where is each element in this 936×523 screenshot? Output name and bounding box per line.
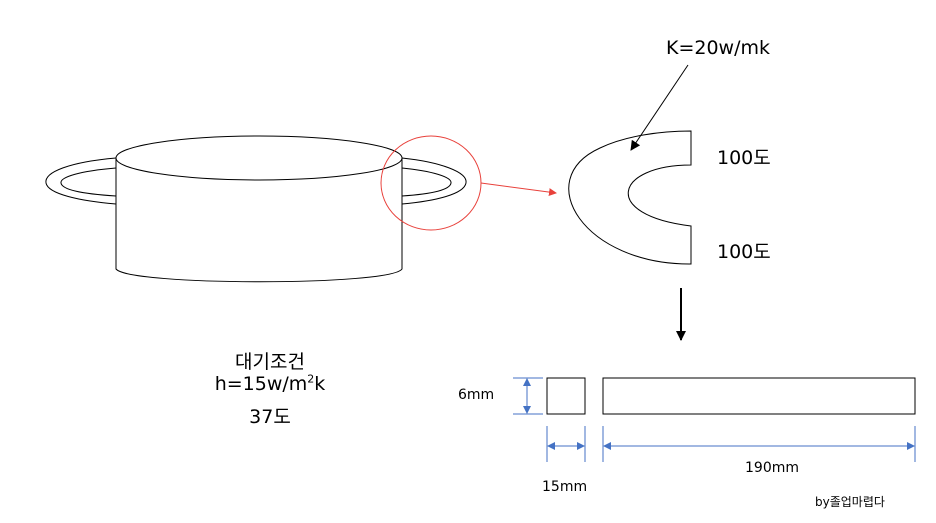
- temp-top-label: 100도: [717, 147, 771, 169]
- dimension-lines: [513, 377, 916, 462]
- pot: [45, 135, 467, 283]
- dim-height-label: 6mm: [458, 387, 495, 403]
- dim-length-label: 190mm: [745, 460, 799, 476]
- pot-rim: [115, 135, 403, 181]
- ambient-temp: 37도: [249, 406, 291, 428]
- pot-right-handle: [401, 157, 467, 205]
- conductivity-pointer: [630, 64, 689, 151]
- temp-bottom-label: 100도: [717, 241, 771, 263]
- conductivity-label: K=20w/mk: [666, 37, 771, 59]
- cross-section-square: [546, 377, 586, 415]
- ambient-h: h=15w/m2k: [214, 372, 326, 395]
- zoom-arrow: [480, 182, 557, 197]
- cross-section-bar: [602, 377, 916, 415]
- dim-width-label: 15mm: [542, 479, 588, 495]
- handle-cross-section: [568, 130, 692, 265]
- pot-body: [115, 158, 403, 283]
- credit-label: by졸업마렵다: [815, 495, 885, 509]
- ambient-title: 대기조건: [235, 351, 305, 373]
- pot-left-handle: [45, 157, 117, 205]
